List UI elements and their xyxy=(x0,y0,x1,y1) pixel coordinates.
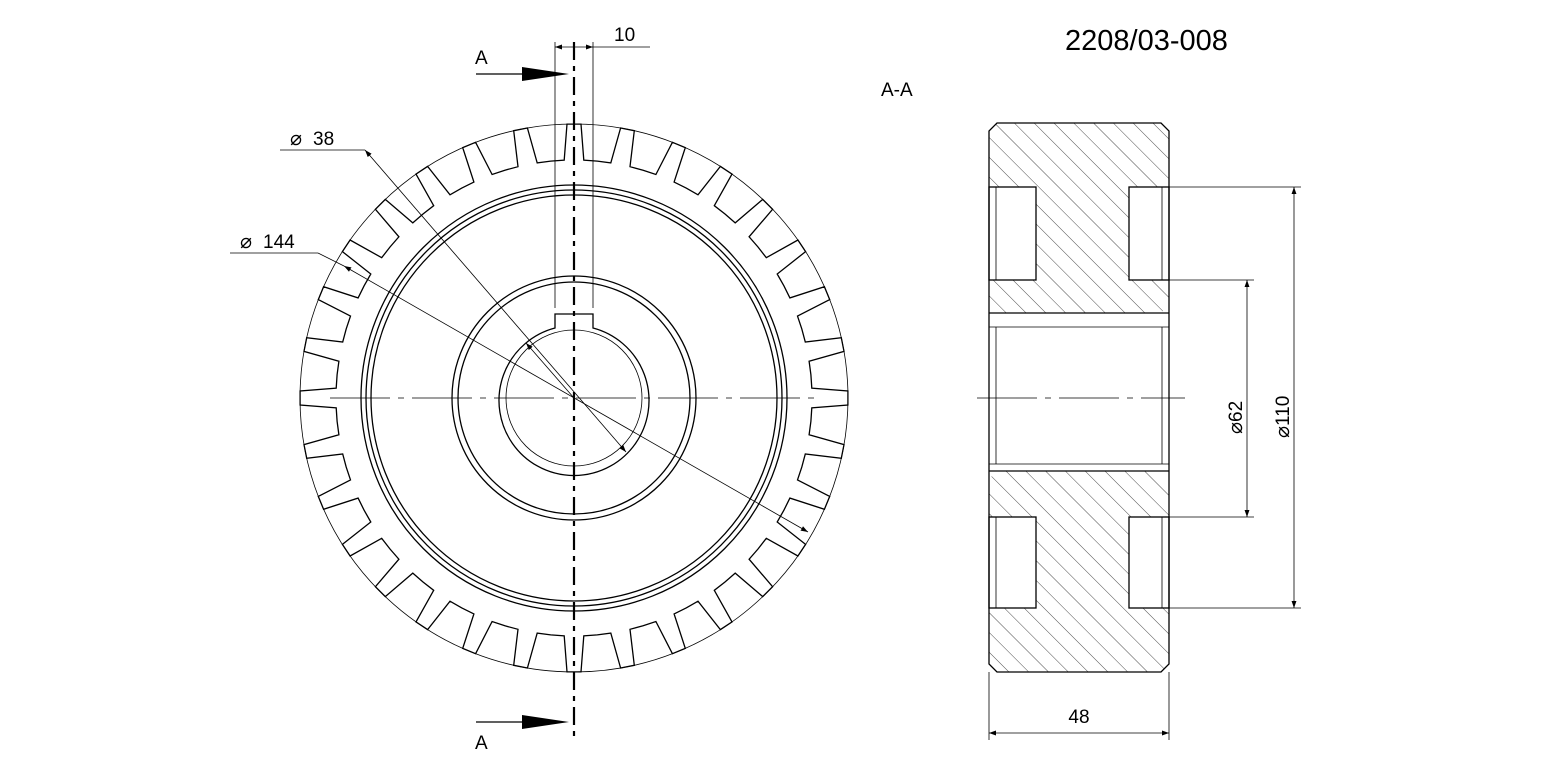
upper-right-recess xyxy=(1128,186,1170,281)
section-lower-hatch xyxy=(989,471,1169,672)
tip-diameter-label: 144 xyxy=(263,232,295,253)
hub-diameter-label: 62 xyxy=(1226,401,1247,422)
web-diameter-label: 110 xyxy=(1273,396,1294,426)
upper-left-recess xyxy=(988,186,1037,281)
section-outer-outline xyxy=(988,122,1170,673)
hub-diameter-symbol: ⌀ xyxy=(1225,422,1247,434)
section-view: ⌀ 62 ⌀ 110 48 xyxy=(977,122,1301,740)
tip-diameter-symbol: ⌀ xyxy=(240,231,252,253)
section-marker-top: A xyxy=(475,48,488,69)
part-number: 2208/03-008 xyxy=(1065,25,1228,57)
section-arrow-top-head xyxy=(522,67,569,81)
bore-diameter-symbol: ⌀ xyxy=(290,128,302,150)
tip-dim-line xyxy=(343,265,809,533)
tip-dim-leader-diagonal xyxy=(317,252,345,267)
face-width-label: 48 xyxy=(1068,707,1089,728)
bore-dim-inner-arrow xyxy=(525,342,575,399)
keyway-width-label: 10 xyxy=(614,25,635,46)
section-marker-bottom: A xyxy=(475,733,488,754)
bore-diameter-label: 38 xyxy=(313,129,334,150)
gear-teeth-outline xyxy=(299,123,849,673)
front-view: 10 ⌀ 38 ⌀ 144 A A xyxy=(230,25,849,754)
section-arrow-bottom-head xyxy=(522,715,569,729)
section-upper-hatch xyxy=(989,123,1169,313)
lower-right-recess xyxy=(1128,516,1170,609)
web-diameter-symbol: ⌀ xyxy=(1272,426,1294,438)
lower-left-recess xyxy=(988,516,1037,609)
section-view-title: A-A xyxy=(881,80,913,101)
